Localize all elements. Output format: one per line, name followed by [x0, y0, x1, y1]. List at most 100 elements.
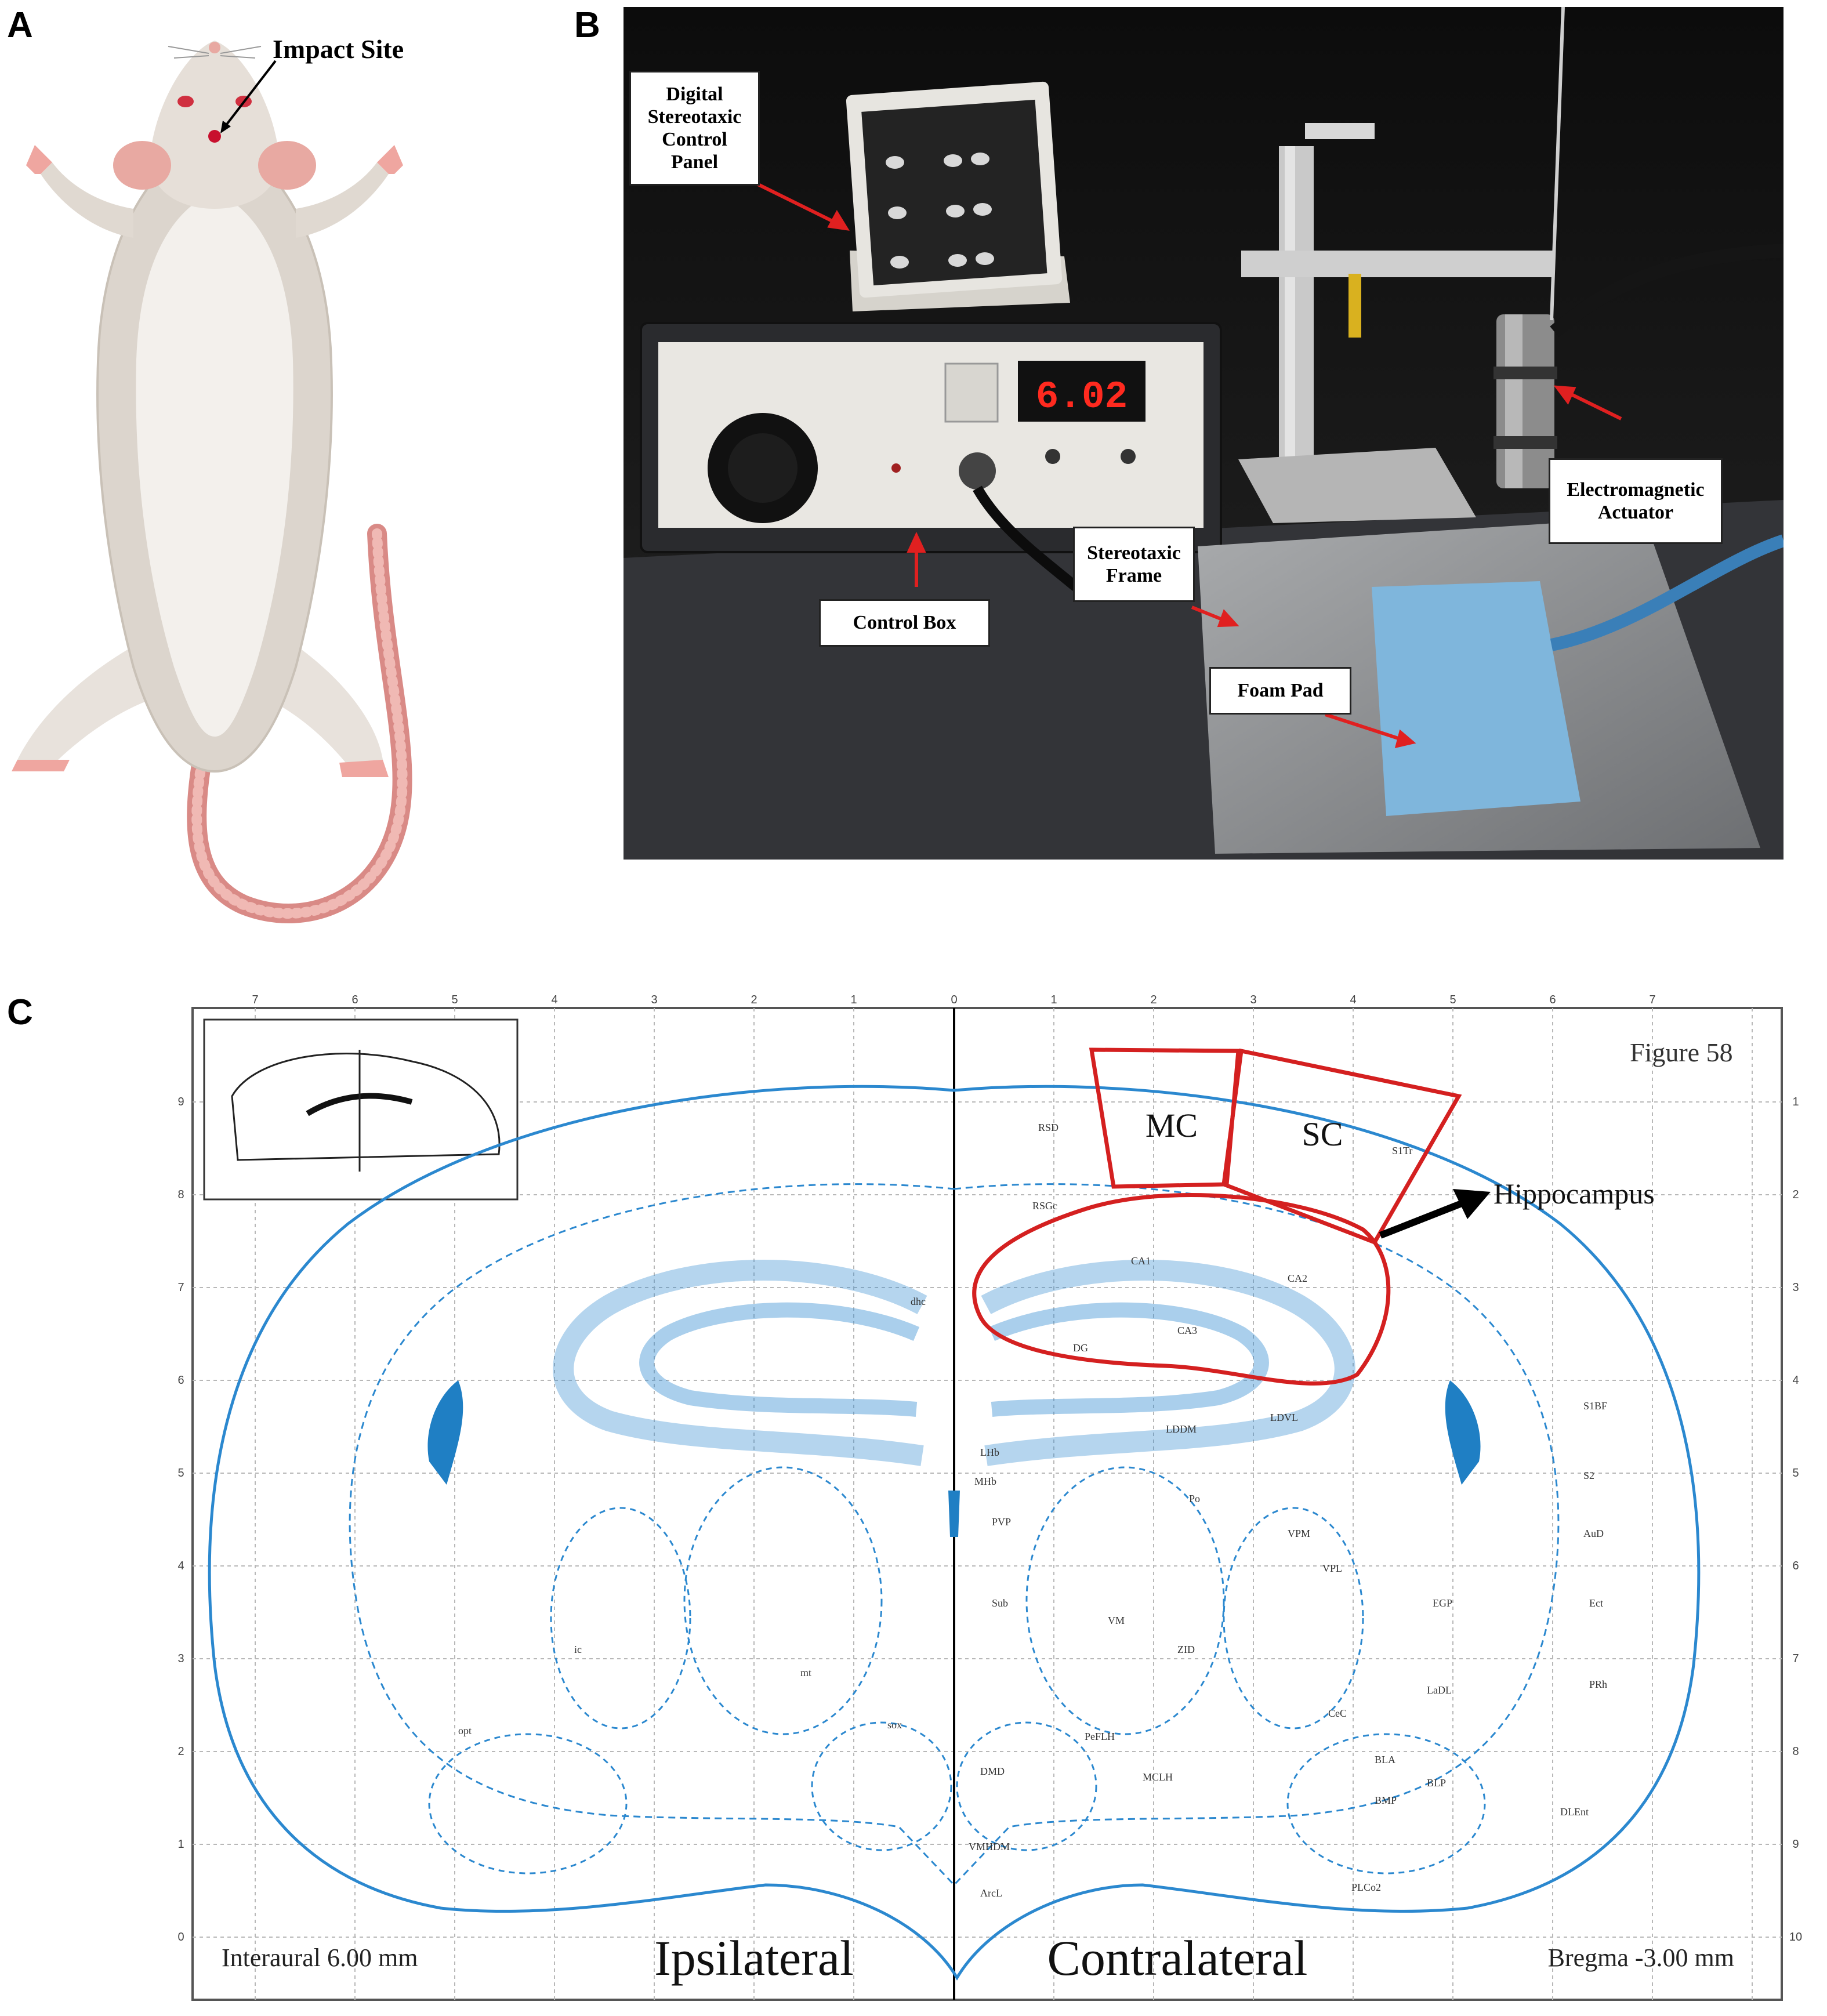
structure-label: DMD [980, 1765, 1005, 1777]
structure-label: LaDL [1427, 1684, 1452, 1696]
tick-right: 3 [1792, 1281, 1799, 1294]
mc-label: MC [1146, 1107, 1198, 1144]
hippocampus-outline [972, 1193, 1391, 1386]
led-display-value: 6.02 [1036, 375, 1128, 419]
brain-outline [208, 1085, 1701, 1981]
tick-left: 6 [177, 1374, 184, 1387]
tick-top: 6 [1549, 994, 1556, 1006]
tick-top: 1 [1050, 994, 1057, 1006]
tick-left: 1 [177, 1838, 184, 1851]
right-ventricle [1445, 1380, 1481, 1485]
structure-label: CA1 [1131, 1255, 1151, 1267]
tick-left: 8 [177, 1188, 184, 1201]
structure-label: Po [1189, 1493, 1200, 1504]
structure-label: DG [1073, 1342, 1088, 1354]
rat-left-arm [41, 162, 133, 238]
callout-control-box: Control Box [819, 599, 990, 647]
tick-left: 2 [177, 1745, 184, 1758]
callout-actuator: Electromagnetic Actuator [1549, 458, 1723, 544]
tick-right: 2 [1792, 1188, 1799, 1201]
tick-right: 7 [1792, 1652, 1799, 1665]
structure-label: DLEnt [1560, 1806, 1589, 1818]
structure-label: BMP [1375, 1794, 1397, 1806]
tick-top: 6 [351, 994, 358, 1006]
tick-right: 8 [1792, 1745, 1799, 1758]
rat-nose [209, 42, 220, 53]
structure-label: mt [800, 1667, 811, 1678]
tick-top: 4 [1350, 994, 1356, 1006]
structure-label: PRh [1589, 1678, 1607, 1690]
top-ticks: 7 6 5 4 3 2 1 0 1 2 3 4 5 6 7 [252, 994, 1655, 1006]
tick-top: 0 [951, 994, 957, 1006]
structure-label: VPM [1288, 1528, 1310, 1539]
panel-a-letter: A [7, 5, 33, 45]
tick-right: 10 [1789, 1931, 1802, 1944]
rat-right-ear [258, 141, 316, 190]
structure-label: Ect [1589, 1597, 1603, 1609]
structure-label: PVP [992, 1516, 1011, 1528]
structure-label: LHb [980, 1446, 999, 1458]
ipsilateral-label: Ipsilateral [654, 1930, 854, 1986]
tick-top: 7 [252, 994, 258, 1006]
cortex-boundary [349, 1183, 1560, 1887]
structure-label: AuD [1583, 1528, 1604, 1539]
third-ventricle [948, 1491, 960, 1537]
panel-c-letter: C [7, 992, 33, 1032]
structure-label: S2 [1583, 1470, 1594, 1481]
structure-label: VM [1108, 1615, 1125, 1626]
tick-top: 2 [1150, 994, 1157, 1006]
structure-label: EGP [1433, 1597, 1452, 1609]
tick-top: 3 [1250, 994, 1256, 1006]
tick-left: 3 [177, 1652, 184, 1665]
structure-label: BLA [1375, 1754, 1395, 1765]
hippocampus-label: Hippocampus [1494, 1177, 1655, 1210]
tick-top: 5 [451, 994, 458, 1006]
structure-label: sox [887, 1719, 902, 1731]
tick-top: 3 [651, 994, 657, 1006]
impact-site-dot [208, 130, 221, 143]
left-ventricle [427, 1380, 463, 1485]
rat-left-ear [113, 141, 171, 190]
structure-label: dhc [911, 1296, 926, 1307]
rat-left-hindleg [17, 650, 145, 766]
right-ticks: 1 2 3 4 5 6 7 8 9 10 [1789, 1096, 1802, 1944]
structure-label: LDVL [1270, 1412, 1298, 1423]
rat-left-eye [177, 96, 194, 107]
tick-left: 7 [177, 1281, 184, 1294]
rat-illustration [12, 41, 412, 923]
structure-label: PLCo2 [1351, 1881, 1381, 1893]
structure-label: LDDM [1166, 1423, 1197, 1435]
impact-arrow [222, 60, 277, 130]
structure-label: S1BF [1583, 1400, 1607, 1412]
structure-label: BLP [1427, 1777, 1446, 1789]
tick-right: 4 [1792, 1374, 1799, 1387]
tick-top: 2 [751, 994, 757, 1006]
contralateral-label: Contralateral [1047, 1930, 1308, 1986]
structure-label: opt [458, 1725, 472, 1736]
hippocampus-right [981, 1260, 1355, 1466]
tick-left: 9 [177, 1096, 184, 1108]
bregma-label: Bregma -3.00 mm [1548, 1944, 1734, 1972]
tick-top: 5 [1449, 994, 1456, 1006]
structure-label: PeFLH [1085, 1731, 1115, 1742]
hippocampus-left [553, 1260, 927, 1466]
structure-label: MCLH [1143, 1771, 1173, 1783]
left-ticks: 9 8 7 6 5 4 3 2 1 0 [177, 1096, 184, 1944]
structure-label: Sub [992, 1597, 1008, 1609]
hippocampus-arrow [1379, 1199, 1466, 1239]
structure-labels: RSGc CA1 CA2 CA3 DG LDVL LDDM VPM VPL Po… [458, 1122, 1607, 1899]
tick-left: 0 [177, 1931, 184, 1944]
tick-top: 4 [551, 994, 557, 1006]
structure-label: MHb [974, 1475, 996, 1487]
tick-top: 1 [850, 994, 857, 1006]
tick-left: 5 [177, 1467, 184, 1480]
structure-label: VPL [1322, 1562, 1342, 1574]
figure-label: Figure 58 [1630, 1038, 1733, 1067]
structure-label: S1Tr [1392, 1145, 1412, 1156]
structure-label: RSGc [1032, 1200, 1057, 1212]
structure-label: RSD [1038, 1122, 1058, 1133]
impact-site-label: Impact Site [273, 34, 404, 64]
interaural-label: Interaural 6.00 mm [222, 1944, 418, 1972]
tick-right: 5 [1792, 1467, 1799, 1480]
structure-label: ZID [1177, 1644, 1195, 1655]
